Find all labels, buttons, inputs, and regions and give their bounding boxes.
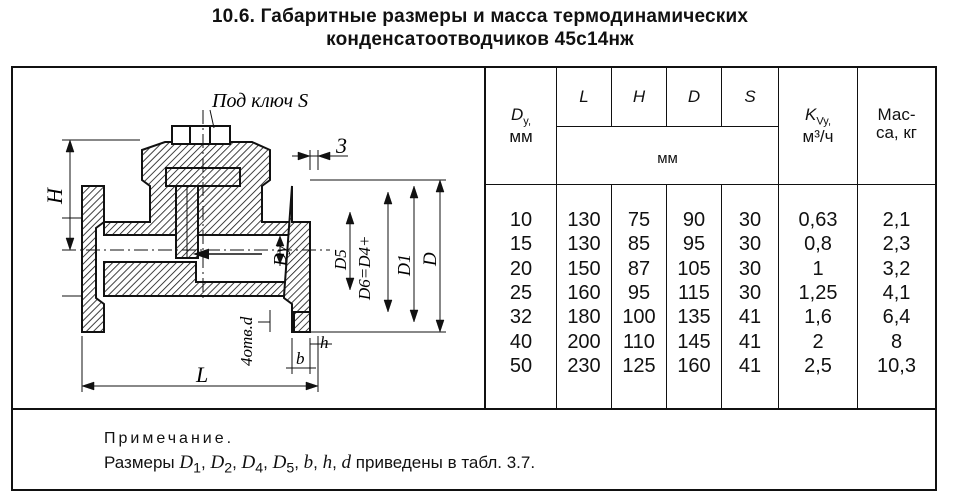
cell-S: 41 (738, 330, 762, 353)
right-flange (283, 185, 311, 333)
cell-L: 150 (567, 257, 601, 280)
group-header-line (556, 126, 778, 127)
cell-kv: 2,5 (804, 354, 832, 377)
cell-L: 160 (567, 281, 601, 304)
cell-H: 95 (627, 281, 651, 304)
label-h: h (320, 333, 329, 352)
title-line-1: 10.6. Габаритные размеры и масса термоди… (211, 6, 749, 27)
col-sep-4b (721, 184, 722, 408)
header-mass-2: са, кг (875, 123, 918, 142)
col-sep-4 (721, 68, 722, 127)
cell-D: 145 (677, 330, 711, 353)
cell-m: 3,2 (882, 257, 911, 280)
hex-nut (171, 125, 231, 145)
header-H: H (632, 87, 646, 106)
cell-D: 115 (678, 281, 710, 304)
cell-S: 30 (738, 281, 762, 304)
header-S: S (744, 87, 756, 106)
header-bottom-line (486, 184, 935, 185)
label-D1: D1 (394, 254, 414, 277)
left-flange (81, 185, 105, 333)
header-kv-unit: м³/ч (802, 127, 834, 146)
cell-L: 130 (567, 233, 601, 256)
cell-m: 10,3 (877, 354, 916, 377)
cell-kv: 2 (812, 330, 824, 353)
col-sep-3 (666, 68, 667, 127)
cell-dy: 10 (509, 209, 533, 231)
cell-m: 2,1 (882, 209, 911, 231)
header-D: D (687, 87, 701, 106)
body-top-wall (103, 141, 311, 236)
col-sep-2 (611, 68, 612, 127)
figure-frame (11, 66, 937, 491)
cell-D: 95 (682, 233, 706, 256)
cell-kv: 0,8 (804, 233, 832, 256)
table-bottom-line (13, 408, 935, 410)
cell-dy: 32 (509, 306, 533, 329)
header-L: L (579, 87, 589, 106)
cell-m: 2,3 (882, 233, 911, 256)
col-sep-5 (778, 68, 779, 408)
header-group-unit: мм (657, 150, 678, 167)
cell-m: 4,1 (882, 281, 911, 304)
cell-m: 8 (890, 330, 903, 353)
cell-L: 130 (567, 209, 601, 231)
cell-S: 41 (738, 306, 762, 329)
cell-D: 135 (677, 306, 711, 329)
cell-H: 100 (622, 306, 656, 329)
note-text: Размеры D1, D2, D4, D5, b, h, d приведен… (104, 452, 536, 477)
title-line-2: конденсатоотводчиков 45с14нж (326, 29, 634, 50)
header-dy: Dy, (510, 105, 532, 128)
cell-kv: 0,63 (798, 209, 838, 231)
cell-H: 110 (623, 330, 655, 353)
label-holes: 4отв.d (237, 316, 256, 366)
col-sep-6 (857, 68, 858, 408)
cell-dy: 20 (509, 257, 533, 280)
cell-S: 30 (738, 209, 762, 231)
header-kv: KVy, (804, 105, 831, 128)
cell-H: 125 (622, 354, 656, 377)
cell-kv: 1,25 (798, 281, 838, 304)
header-dy-unit: мм (509, 127, 533, 146)
label-b: b (296, 349, 305, 368)
header-mass: Мас- (877, 105, 916, 124)
label-3: 3 (335, 133, 347, 158)
cell-L: 230 (567, 354, 601, 377)
label-D6: D6=D4+ (355, 236, 374, 302)
col-sep-3b (666, 184, 667, 408)
cell-dy: 40 (509, 330, 533, 353)
label-Dy: Dy (270, 245, 290, 267)
col-sep-1 (556, 68, 557, 408)
cell-H: 87 (627, 257, 651, 280)
label-D: D (420, 252, 441, 267)
cell-dy: 25 (509, 281, 533, 304)
cell-S: 30 (738, 257, 762, 280)
body-bottom-wall (103, 261, 311, 297)
cell-S: 30 (738, 233, 762, 256)
valve-drawing: Под ключ S H 3 Dy D5 D6=D4+ D1 D 4отв.d … (42, 90, 446, 392)
cell-L: 200 (567, 330, 601, 353)
col-sep-2b (611, 184, 612, 408)
label-H: H (42, 187, 67, 205)
cell-D: 160 (677, 354, 711, 377)
cell-L: 180 (567, 306, 601, 329)
table-divider-left (484, 68, 486, 408)
cell-D: 90 (682, 209, 706, 231)
cell-kv: 1 (812, 257, 824, 280)
label-L: L (195, 362, 208, 387)
cell-H: 85 (627, 233, 651, 256)
cell-kv: 1,6 (804, 306, 832, 329)
cell-D: 105 (677, 257, 711, 280)
cell-dy: 50 (509, 354, 533, 377)
note-heading: Примечание. (104, 430, 235, 447)
cell-S: 41 (738, 354, 762, 377)
label-key: Под ключ S (211, 90, 308, 112)
label-D5: D5 (331, 249, 350, 271)
cell-dy: 15 (509, 233, 533, 256)
cell-H: 75 (627, 209, 651, 231)
cell-m: 6,4 (882, 306, 911, 329)
